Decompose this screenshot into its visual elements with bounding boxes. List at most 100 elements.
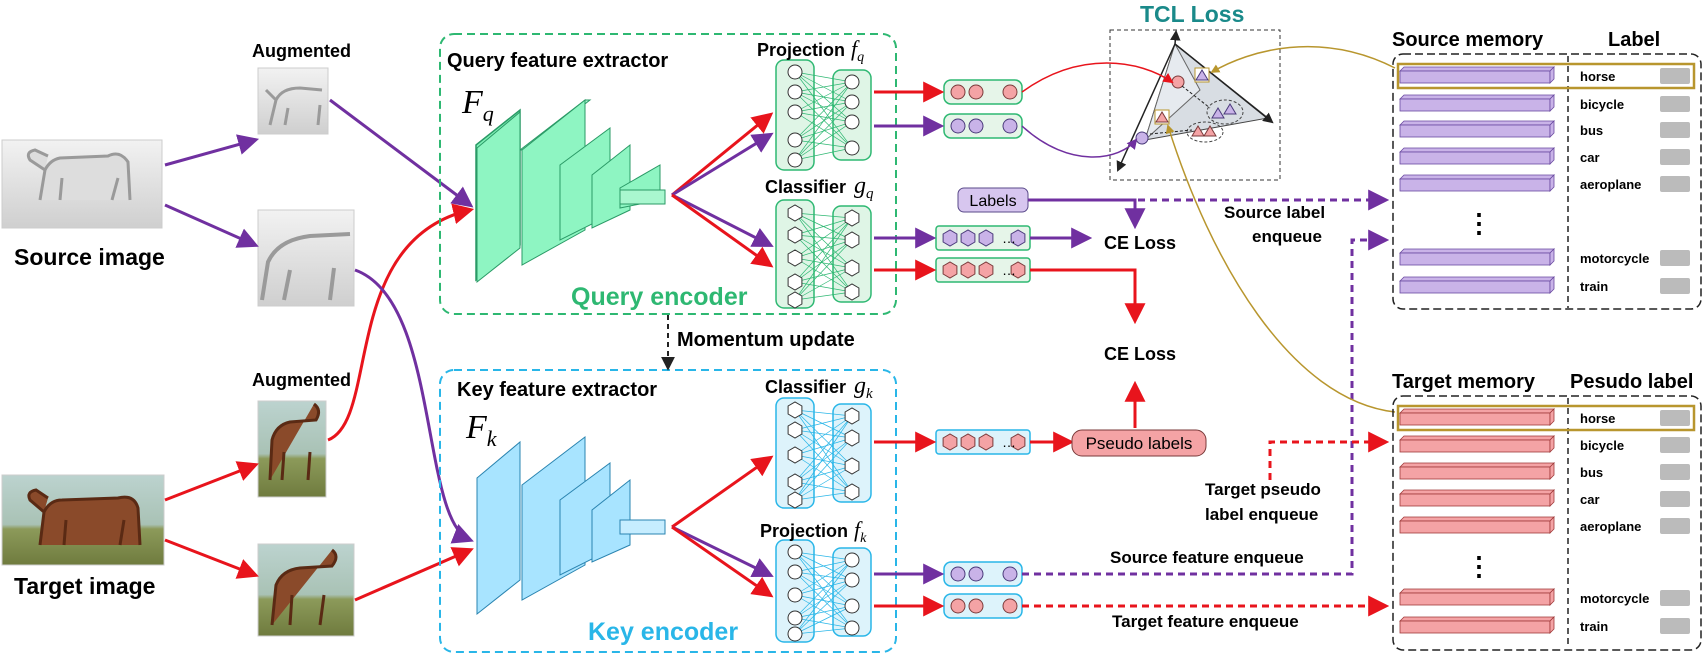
target-memory-feature-bar (1399, 466, 1551, 480)
query-source-feature-pill (943, 113, 1023, 139)
net-node (844, 259, 860, 277)
source-image-label: Source image (14, 244, 165, 270)
logit-hex (942, 261, 958, 279)
source-memory-label-text: aeroplane (1580, 177, 1641, 192)
key-extractor-label: Key feature extractor (457, 379, 657, 401)
source-memory-row: bicycle (1399, 94, 1690, 112)
net-node (787, 401, 803, 419)
target-memory-label-text: horse (1580, 411, 1615, 426)
source-memory-feature-bar (1399, 124, 1551, 138)
target-memory-thumbnail (1660, 590, 1690, 606)
target-memory-box (1392, 395, 1702, 651)
net-node (844, 94, 860, 110)
query-feature-extractor (475, 98, 666, 284)
input-arrows (164, 98, 475, 602)
target-memory-row: bus (1399, 462, 1690, 480)
source-memory-box (1392, 53, 1702, 310)
pill-ellipsis: … (1002, 262, 1016, 278)
target-memory-thumbnail (1660, 410, 1690, 426)
target-memory-label-text: motorcycle (1580, 591, 1649, 606)
labels-to-ce (1028, 198, 1146, 230)
target-pseudo-enqueue-line1: Target pseudo (1205, 480, 1321, 499)
target-memory-row: car (1399, 489, 1690, 507)
source-memory-thumbnail (1660, 149, 1690, 165)
enqueue-arrows (1022, 189, 1390, 617)
target-memory-label-text: bicycle (1580, 438, 1624, 453)
net-node (787, 587, 803, 603)
source-memory-thumbnail (1660, 176, 1690, 192)
classifier-output-arrows (874, 227, 1146, 453)
logit-hex (960, 261, 976, 279)
logit-hex (978, 433, 994, 451)
tcl-links (1021, 45, 1396, 413)
source-memory-feature-bar (1399, 98, 1551, 112)
target-memory-label-text: train (1580, 619, 1608, 634)
target-memory-row: aeroplane (1399, 516, 1690, 534)
source-memory-row: motorcycle (1399, 248, 1690, 266)
net-node (844, 140, 860, 156)
net-node (844, 620, 860, 636)
target-memory-feature-bar (1399, 493, 1551, 507)
net-node (844, 114, 860, 130)
net-node (787, 610, 803, 626)
net-node (844, 209, 860, 227)
pseudo-labels-box (1071, 429, 1207, 457)
target-memory-title: Target memory (1392, 371, 1536, 393)
source-memory-thumbnail (1660, 250, 1690, 266)
target-memory-label-text: bus (1580, 465, 1603, 480)
net-node (787, 152, 803, 168)
logit-hex (978, 261, 994, 279)
source-memory-thumbnail (1660, 96, 1690, 112)
net-node (844, 231, 860, 249)
source-label-enqueue-line2: enqueue (1252, 227, 1322, 246)
target-pseudo-enqueue-line2: label enqueue (1205, 505, 1318, 524)
target-memory-row: train (1399, 616, 1690, 634)
query-branch-arrows (671, 112, 774, 268)
target-memory-thumbnail (1660, 491, 1690, 507)
source-memory-ellipsis: ⋮ (1466, 208, 1492, 238)
ce-loss-top: CE Loss (1104, 233, 1176, 253)
augmented-target-1 (257, 400, 327, 498)
augmented-label-top: Augmented (252, 41, 351, 61)
net-node (787, 104, 803, 120)
query-extractor-label: Query feature extractor (447, 50, 668, 72)
augmented-source-1 (257, 67, 329, 135)
source-memory-feature-bar (1399, 70, 1551, 84)
source-memory-label-text: bicycle (1580, 97, 1624, 112)
logit-hex (942, 229, 958, 247)
target-memory-thumbnail (1660, 437, 1690, 453)
source-horse-highlight (1396, 62, 1696, 90)
query-target-logits: … (935, 257, 1031, 283)
augmented-source-2 (257, 209, 355, 307)
key-target-logits: … (935, 429, 1031, 455)
pill-ellipsis: … (1002, 230, 1016, 246)
net-node (787, 84, 803, 100)
query-encoder-box (439, 33, 897, 315)
key-arrows-to-pills (874, 563, 945, 617)
target-horse-highlight (1396, 404, 1696, 432)
net-node (844, 407, 860, 425)
logit-hex (960, 229, 976, 247)
net-node (787, 64, 803, 80)
net-node (787, 204, 803, 222)
query-arrow-to-pills (874, 81, 945, 137)
logit-hex (942, 433, 958, 451)
target-memory-feature-bar (1399, 520, 1551, 534)
target-memory-thumbnail (1660, 518, 1690, 534)
key-extractor-symbol: Fk (465, 409, 498, 451)
augmented-target-2 (257, 543, 355, 637)
query-source-logits: … (935, 225, 1031, 251)
target-memory-feature-bar (1399, 412, 1551, 426)
logit-hex (1010, 261, 1026, 279)
net-node (844, 429, 860, 447)
target-memory-row: horse (1399, 408, 1690, 426)
logit-hex (1010, 229, 1026, 247)
logit-hex (978, 229, 994, 247)
source-memory-thumbnail (1660, 68, 1690, 84)
target-image (1, 474, 165, 566)
net-node (787, 564, 803, 580)
query-target-feature-pill (943, 79, 1023, 105)
